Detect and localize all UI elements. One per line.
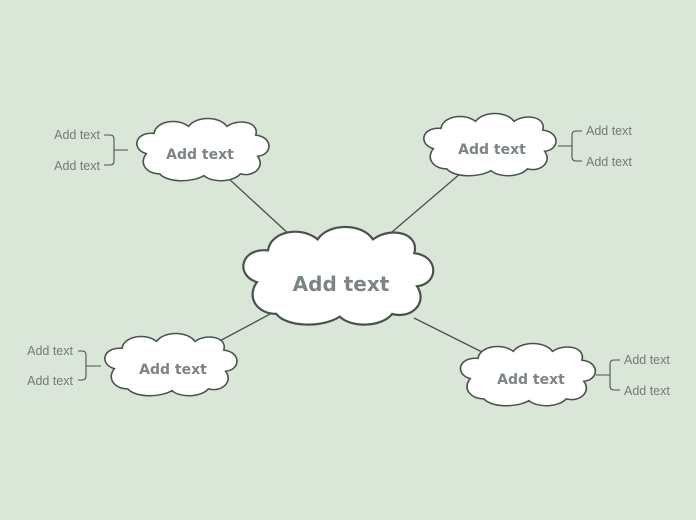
connector-top-left <box>227 177 292 237</box>
sub-topic-top-right-1[interactable]: Add text <box>586 124 632 138</box>
bracket-bottom-right <box>596 359 620 391</box>
branch-top-right-label: Add text <box>458 142 526 158</box>
bracket-top-left <box>104 134 128 166</box>
bracket-top-right <box>558 130 582 162</box>
sub-topic-top-left-1[interactable]: Add text <box>54 128 100 142</box>
branch-top-left-label: Add text <box>166 147 234 163</box>
sub-topic-bottom-right-1[interactable]: Add text <box>624 353 670 367</box>
bracket-bottom-left <box>78 350 101 381</box>
sub-topic-top-right-2[interactable]: Add text <box>586 155 632 169</box>
branch-bottom-left-label: Add text <box>139 362 207 378</box>
connector-bottom-right <box>413 317 487 355</box>
sub-topic-bottom-left-2[interactable]: Add text <box>27 374 73 388</box>
branch-bottom-right-label: Add text <box>497 372 565 388</box>
sub-topic-bottom-right-2[interactable]: Add text <box>624 384 670 398</box>
sub-brackets <box>78 130 620 391</box>
connectors <box>213 172 487 355</box>
connector-top-right <box>384 172 462 239</box>
sub-topic-bottom-left-1[interactable]: Add text <box>27 344 73 358</box>
connector-bottom-left <box>213 312 273 345</box>
sub-topic-top-left-2[interactable]: Add text <box>54 159 100 173</box>
central-topic-label: Add text <box>293 272 390 296</box>
